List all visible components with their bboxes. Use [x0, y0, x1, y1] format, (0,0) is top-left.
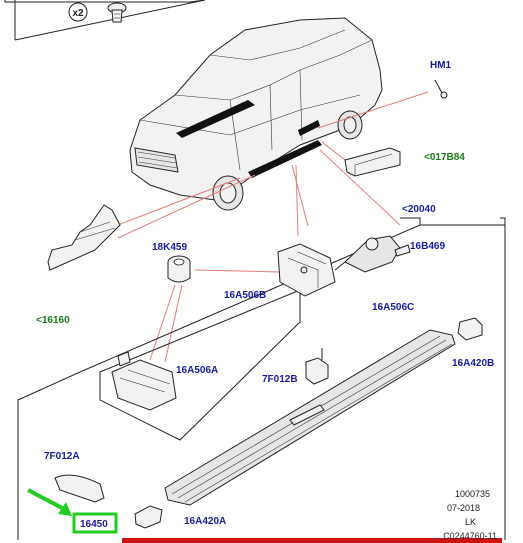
callout-16a420b[interactable]: 16A420B — [452, 358, 494, 369]
highlight-box — [72, 512, 118, 534]
arrow-pointer-icon — [27, 488, 72, 516]
callout-20040[interactable]: <20040 — [402, 204, 436, 215]
bracket-017b84-part — [344, 147, 401, 177]
callout-16a420a[interactable]: 16A420A — [184, 516, 226, 527]
callout-16a506b[interactable]: 16A506B — [224, 290, 266, 301]
footer-date: 07-2018 — [447, 503, 480, 513]
bracket-16a506a-part — [111, 351, 177, 411]
callout-017b84[interactable]: <017B84 — [424, 152, 465, 163]
callout-18k459[interactable]: 18K459 — [152, 242, 187, 253]
fastener-inset: x2 — [4, 0, 206, 41]
clip-7f012b-part — [305, 348, 329, 385]
clip-hm1-part — [434, 79, 448, 99]
quantity-label: x2 — [72, 8, 84, 19]
callout-hm1[interactable]: HM1 — [430, 60, 452, 71]
running-board-16450-part — [164, 329, 456, 506]
vehicle-illustration — [129, 17, 383, 211]
roof-rail-black — [176, 100, 255, 138]
footer-initials: LK — [465, 517, 476, 527]
end-cap-16a420a-part — [134, 505, 163, 529]
callout-7f012b[interactable]: 7F012B — [262, 374, 298, 385]
bracket-16a506b-part — [277, 243, 336, 297]
callout-7f012a[interactable]: 7F012A — [44, 451, 80, 462]
push-clip-icon — [107, 2, 127, 23]
side-step-black — [248, 140, 322, 178]
cap-16a420b-part — [457, 317, 483, 341]
clip-7f012a-part — [54, 474, 105, 503]
callout-16b469[interactable]: 16B469 — [410, 241, 445, 252]
motor-16b469-part — [334, 235, 411, 273]
footer-ref: C0244760-11 — [443, 531, 497, 541]
callout-16450[interactable]: 16450 — [80, 519, 108, 530]
bush-18k459-part — [167, 255, 191, 283]
footer-code: 1000735 — [455, 489, 490, 499]
baseline-bar — [122, 538, 502, 543]
callout-16160[interactable]: <16160 — [36, 315, 70, 326]
moulding-16160-part — [47, 204, 121, 271]
leader-lines — [117, 91, 429, 363]
callout-16a506c[interactable]: 16A506C — [372, 302, 414, 313]
quantity-badge — [68, 2, 88, 22]
callout-16a506a[interactable]: 16A506A — [176, 365, 218, 376]
